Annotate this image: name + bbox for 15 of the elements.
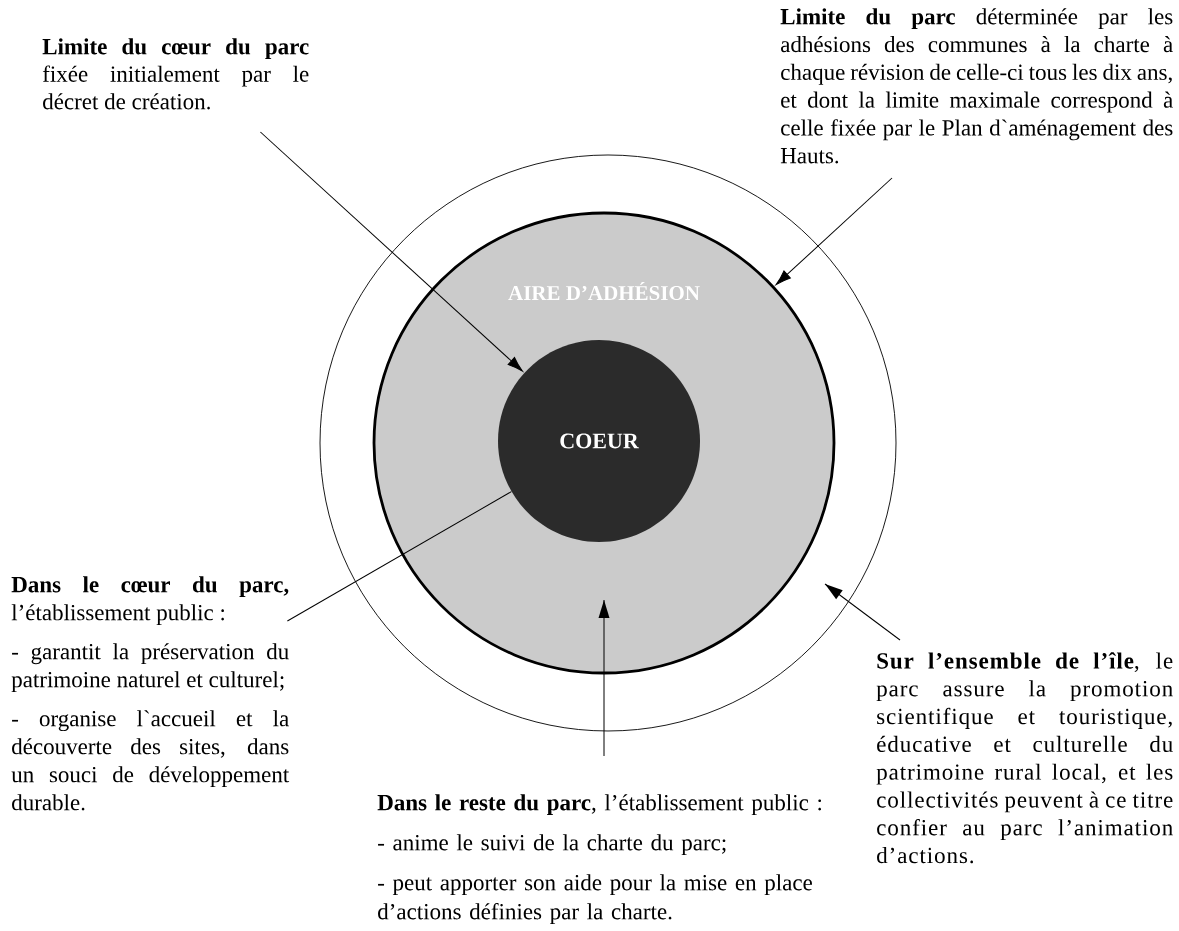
arrow <box>598 599 610 757</box>
annotation-text: - anime le suivi de la charte du parc; <box>378 834 726 856</box>
core-label: COEUR <box>560 433 639 449</box>
annotation-text: Limite du parc déterminée par les adhésions des communes à la charte à chaque révision de celle-ci tous les dix ans, et dont la limite maximale correspond à celle fixée par le Plan d`aménagement des Hauts. <box>780 8 1173 164</box>
arrow <box>259 131 523 372</box>
annotation-text: Limite du cœur du parc fixée initialement par le décret de création. <box>42 38 309 110</box>
annotation-text: - organise l`accueil et la découverte des sites, dans un souci de développement durable. <box>11 710 290 811</box>
annotation-text: Dans le cœur du parc, l’établissement public : <box>11 576 289 626</box>
leader-line <box>286 491 512 622</box>
annotation-text: Sur l’ensemble de l’île, le parc assure la promotion scientifique et touristique, éducative et culturelle du patrimoine rural local, et les collectivités peuvent à ce titre confier au parc l’animation d’actions. <box>876 652 1173 864</box>
annotation-text: Dans le reste du parc, l’établissement public : <box>377 794 822 816</box>
annotation-text: - garantit la préservation du patrimoine naturel et culturel; <box>11 643 289 693</box>
arrow <box>775 177 893 286</box>
arrow <box>824 583 901 641</box>
annotation-text: - peut apporter son aide pour la mise en place d’actions définies par la charte. <box>378 874 812 925</box>
